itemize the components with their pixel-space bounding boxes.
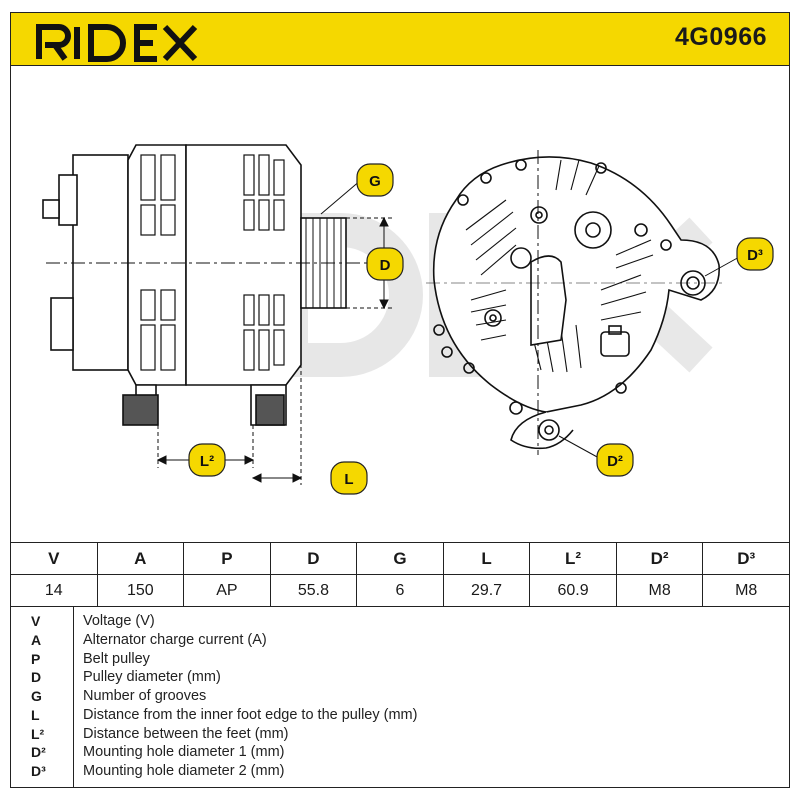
legend-code: D³ — [31, 763, 46, 779]
callout-l-label: L — [344, 471, 353, 488]
spec-value-row: 14 150 AP 55.8 6 29.7 60.9 M8 M8 — [10, 574, 790, 607]
ridex-logo — [36, 24, 198, 62]
legend-row: G Number of grooves — [11, 687, 789, 705]
callout-d2-label: D² — [607, 453, 623, 470]
spec-header: D³ — [702, 542, 790, 575]
callout-l2 — [188, 443, 226, 477]
spec-header: L — [442, 542, 531, 575]
legend-code: L — [31, 707, 40, 723]
callout-d3 — [736, 237, 774, 271]
legend-row: L Distance from the inner foot edge to t… — [11, 706, 789, 724]
dimension-l — [251, 308, 303, 485]
legend-row: V Voltage (V) — [11, 612, 789, 630]
legend-code: P — [31, 651, 41, 667]
spec-value: 29.7 — [442, 574, 531, 607]
spec-value: 60.9 — [529, 574, 617, 607]
spec-header: L² — [529, 542, 617, 575]
spec-value: 6 — [356, 574, 444, 607]
legend-code: V — [31, 613, 41, 629]
legend-desc: Number of grooves — [83, 688, 207, 704]
legend-row: D³ Mounting hole diameter 2 (mm) — [11, 762, 789, 780]
part-number: 4G0966 — [675, 23, 767, 51]
spec-value: 150 — [96, 574, 185, 607]
alternator-drawing: G D D³ D² L² L — [42, 144, 774, 495]
spec-header: D² — [615, 542, 704, 575]
legend-row: P Belt pulley — [11, 650, 789, 668]
legend-row: A Alternator charge current (A) — [11, 631, 789, 649]
legend-desc: Distance from the inner foot edge to the… — [83, 707, 418, 723]
legend-code: L² — [31, 726, 45, 742]
legend-desc: Voltage (V) — [83, 613, 155, 629]
spec-header: V — [10, 542, 98, 575]
spec-value: M8 — [702, 574, 790, 607]
callout-l2-label: L² — [200, 453, 214, 470]
legend-desc: Distance between the feet (mm) — [83, 726, 289, 742]
header-bar: 4G0966 — [10, 12, 790, 66]
technical-drawing-panel: G D D³ D² L² L — [10, 66, 790, 542]
legend-row: D Pulley diameter (mm) — [11, 668, 789, 686]
spec-table: V A P D G L L² D² D³ 14 150 AP 55.8 6 29… — [10, 542, 790, 607]
spec-header: A — [96, 542, 185, 575]
legend-desc: Mounting hole diameter 2 (mm) — [83, 763, 285, 779]
spec-value: AP — [183, 574, 271, 607]
legend-row: L² Distance between the feet (mm) — [11, 725, 789, 743]
spec-header-row: V A P D G L L² D² D³ — [10, 542, 790, 575]
spec-header: P — [183, 542, 271, 575]
legend-row: D² Mounting hole diameter 1 (mm) — [11, 743, 789, 761]
spec-header: D — [269, 542, 358, 575]
callout-d2 — [596, 443, 634, 477]
legend-code: G — [31, 688, 42, 704]
legend-desc: Belt pulley — [83, 651, 150, 667]
callout-g-label: G — [369, 173, 381, 190]
spec-value: 14 — [10, 574, 98, 607]
legend-desc: Pulley diameter (mm) — [83, 669, 221, 685]
callout-d — [366, 247, 404, 281]
spec-header: G — [356, 542, 444, 575]
callout-g — [356, 163, 394, 197]
legend-desc: Mounting hole diameter 1 (mm) — [83, 744, 285, 760]
legend-code: D — [31, 669, 42, 685]
legend: V Voltage (V) A Alternator charge curren… — [10, 606, 790, 788]
alternator-side-view — [42, 144, 347, 426]
callout-d-label: D — [380, 257, 391, 274]
legend-code: D² — [31, 744, 46, 760]
spec-value: M8 — [615, 574, 704, 607]
alternator-front-view — [432, 156, 720, 450]
callout-d3-label: D³ — [747, 247, 763, 264]
spec-value: 55.8 — [269, 574, 358, 607]
legend-code: A — [31, 632, 42, 648]
legend-divider — [73, 606, 74, 787]
legend-desc: Alternator charge current (A) — [83, 632, 267, 648]
callout-l — [330, 461, 368, 495]
